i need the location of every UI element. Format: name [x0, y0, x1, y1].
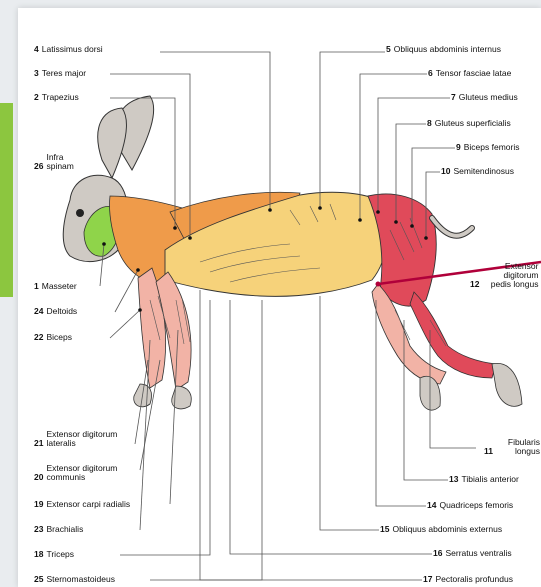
label-pectoralis-profundus: 17Pectoralis profundus	[423, 575, 513, 584]
label-obliquus-abdominis-externus: 15Obliquus abdominis externus	[380, 525, 502, 534]
hindpaw-front	[492, 363, 522, 406]
tail-fill	[432, 218, 472, 236]
ear-front	[98, 108, 127, 178]
label-deltoids: 24Deltoids	[34, 307, 77, 316]
label-obliquus-abdominis-internus: 5Obliquus abdominis internus	[386, 45, 501, 54]
label-serratus-ventralis: 16Serratus ventralis	[433, 549, 512, 558]
label-trapezius: 2Trapezius	[34, 93, 79, 102]
label-biceps-femoris: 9Biceps femoris	[456, 143, 519, 152]
label-biceps: 22Biceps	[34, 333, 72, 342]
label-quadriceps-femoris: 14Quadriceps femoris	[427, 501, 513, 510]
label-semitendinosus: 10Semitendinosus	[441, 167, 514, 176]
label-latissimus-dorsi: 4Latissimus dorsi	[34, 45, 103, 54]
label-gluteus-superficialis: 8Gluteus superficialis	[427, 119, 511, 128]
label-extensor-digitorum-pedis-longus: 12Extensor digitorum pedis longus	[470, 262, 538, 289]
label-tibialis-anterior: 13Tibialis anterior	[449, 475, 519, 484]
label-infra-spinam: 26Infra spinam	[34, 153, 82, 171]
label-brachialis: 23Brachialis	[34, 525, 83, 534]
label-extensor-digitorum-lateralis: 21Extensor digitorum lateralis	[34, 430, 126, 448]
label-teres-major: 3Teres major	[34, 69, 86, 78]
label-fibularis-longus: 11Fibularis longus	[478, 438, 540, 456]
label-extensor-carpi-radialis: 19Extensor carpi radialis	[34, 500, 130, 509]
label-gluteus-medius: 7Gluteus medius	[451, 93, 518, 102]
label-tensor-fasciae-latae: 6Tensor fasciae latae	[428, 69, 511, 78]
eye	[76, 209, 84, 217]
label-sternomastoideus: 25Sternomastoideus	[34, 575, 115, 584]
label-triceps: 18Triceps	[34, 550, 74, 559]
label-extensor-digitorum-communis: 20Extensor digitorum communis	[34, 464, 136, 482]
label-masseter: 1Masseter	[34, 282, 77, 291]
